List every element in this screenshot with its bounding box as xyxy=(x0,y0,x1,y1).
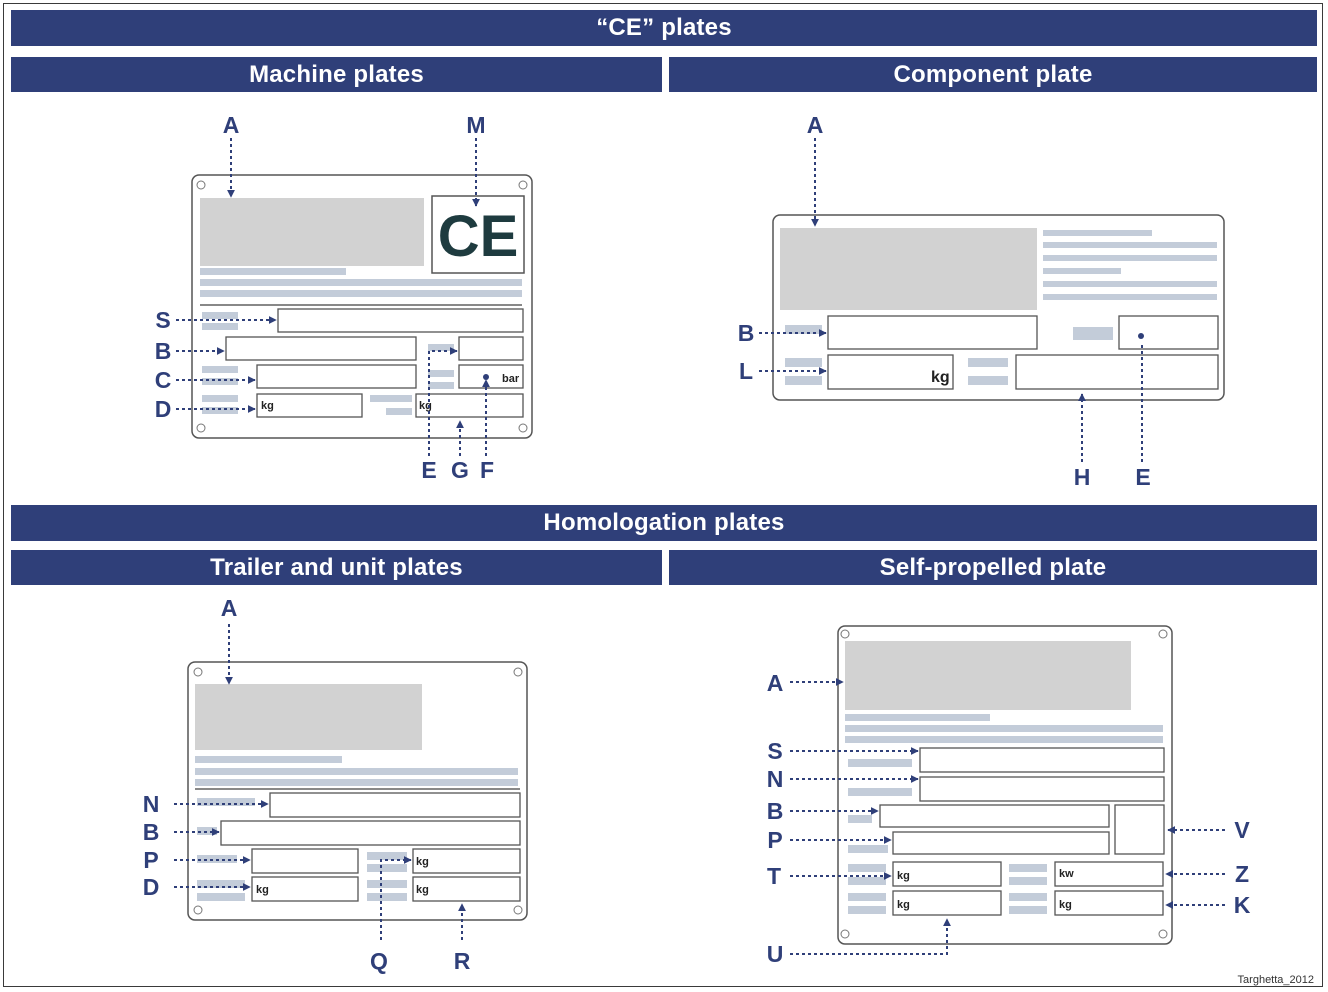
label-g: G xyxy=(451,457,469,483)
machine-plates-title: Machine plates xyxy=(11,57,662,92)
label-p: P xyxy=(767,827,782,853)
figure-frame xyxy=(3,3,1323,987)
label-b: B xyxy=(767,798,784,824)
label-k: K xyxy=(1234,892,1251,918)
label-d: D xyxy=(143,874,160,900)
label-a: A xyxy=(767,670,784,696)
label-t: T xyxy=(767,863,781,889)
label-p: P xyxy=(143,847,158,873)
kg-unit: kg xyxy=(1059,899,1072,911)
kg-unit: kg xyxy=(931,369,950,386)
self-propelled-plate: kg kw kg kg A S N B P T U V xyxy=(767,625,1251,967)
ce-mark: CE xyxy=(438,204,519,269)
label-a: A xyxy=(221,595,238,621)
kg-unit: kg xyxy=(416,856,429,868)
label-r: R xyxy=(454,948,471,974)
label-s: S xyxy=(155,307,170,333)
label-u: U xyxy=(767,941,784,967)
component-plate: kg A B L H E xyxy=(738,112,1225,490)
label-q: Q xyxy=(370,948,388,974)
label-d: D xyxy=(155,396,172,422)
label-l: L xyxy=(739,358,753,384)
label-n: N xyxy=(767,766,784,792)
label-e: E xyxy=(421,457,436,483)
label-h: H xyxy=(1074,464,1091,490)
label-b: B xyxy=(143,819,160,845)
bar-unit: bar xyxy=(502,373,520,385)
label-v: V xyxy=(1234,817,1250,843)
self-propelled-plate-title: Self-propelled plate xyxy=(669,550,1317,585)
kg-unit: kg xyxy=(897,899,910,911)
trailer-unit-plates-title: Trailer and unit plates xyxy=(11,550,662,585)
kg-unit: kg xyxy=(419,400,432,412)
label-a: A xyxy=(223,112,240,138)
label-s: S xyxy=(767,738,782,764)
label-a: A xyxy=(807,112,824,138)
kw-unit: kw xyxy=(1059,868,1074,880)
label-n: N xyxy=(143,791,160,817)
homologation-plates-title: Homologation plates xyxy=(11,505,1317,541)
trailer-unit-plate: kg kg kg A N B P D Q R xyxy=(143,595,528,974)
label-z: Z xyxy=(1235,861,1249,887)
ce-plates-title: “CE” plates xyxy=(11,10,1317,46)
label-b: B xyxy=(155,338,172,364)
label-b: B xyxy=(738,320,755,346)
label-e: E xyxy=(1135,464,1150,490)
machine-plate: CE bar kg kg xyxy=(155,112,533,483)
kg-unit: kg xyxy=(416,884,429,896)
kg-unit: kg xyxy=(897,870,910,882)
kg-unit: kg xyxy=(261,400,274,412)
image-credit: Targhetta_2012 xyxy=(1237,974,1314,986)
label-f: F xyxy=(480,457,494,483)
label-c: C xyxy=(155,367,172,393)
label-m: M xyxy=(466,112,485,138)
kg-unit: kg xyxy=(256,884,269,896)
component-plate-title: Component plate xyxy=(669,57,1317,92)
